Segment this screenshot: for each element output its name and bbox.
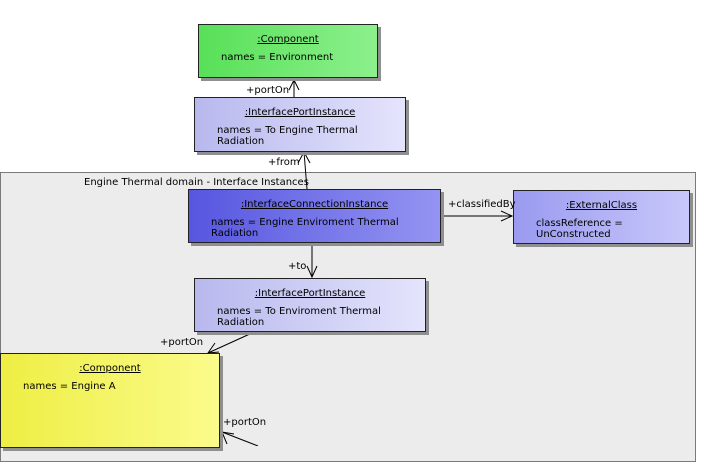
porton-left-arrowhead — [206, 342, 220, 354]
port-environment-box[interactable]: :InterfacePortInstance names = To Enviro… — [194, 278, 426, 332]
component-engine-title: :Component — [79, 363, 141, 374]
from-label: +from — [268, 157, 300, 168]
porton-bottom-label: +portOn — [223, 417, 267, 428]
component-environment-title: :Component — [257, 34, 319, 45]
classifiedby-label: +classifiedBy — [448, 199, 516, 210]
component-environment-attr: names = Environment — [221, 52, 334, 63]
component-engine-attr: names = Engine A — [23, 381, 116, 392]
connection-instance-box[interactable]: :InterfaceConnectionInstance names = Eng… — [188, 189, 441, 243]
component-environment-box[interactable]: :Component names = Environment — [198, 24, 378, 78]
port-thermal-box[interactable]: :InterfacePortInstance names = To Engine… — [194, 97, 406, 152]
from-connector — [303, 151, 308, 190]
port-environment-title: :InterfacePortInstance — [254, 288, 366, 299]
external-class-box[interactable]: :ExternalClass classReference = UnConstr… — [513, 190, 690, 244]
porton-top-label: +portOn — [246, 85, 290, 96]
porton-top-arrowhead — [288, 78, 300, 91]
porton-left-connector — [207, 332, 253, 354]
to-arrowhead — [306, 265, 318, 279]
porton-left-label: +portOn — [160, 337, 204, 348]
component-engine-box[interactable]: :Component names = Engine A — [0, 353, 220, 448]
from-arrowhead — [297, 150, 311, 164]
package-title: Engine Thermal domain - Interface Instan… — [84, 177, 309, 188]
connection-instance-title: :InterfaceConnectionInstance — [240, 199, 389, 210]
connection-instance-attr: names = Engine Enviroment Thermal Radiat… — [211, 217, 399, 239]
classifiedby-arrowhead — [500, 210, 514, 222]
porton-bottom-arrowhead — [221, 431, 235, 445]
port-thermal-attr: names = To Engine Thermal Radiation — [217, 125, 358, 147]
port-environment-attr: names = To Enviroment Thermal Radiation — [217, 306, 381, 328]
connector-layer — [206, 78, 514, 446]
external-class-title: :ExternalClass — [565, 200, 638, 211]
port-thermal-title: :InterfacePortInstance — [244, 107, 356, 118]
external-class-attr: classReference = UnConstructed — [536, 218, 623, 240]
to-label: +to — [288, 261, 307, 272]
porton-bottom-connector — [221, 431, 259, 446]
